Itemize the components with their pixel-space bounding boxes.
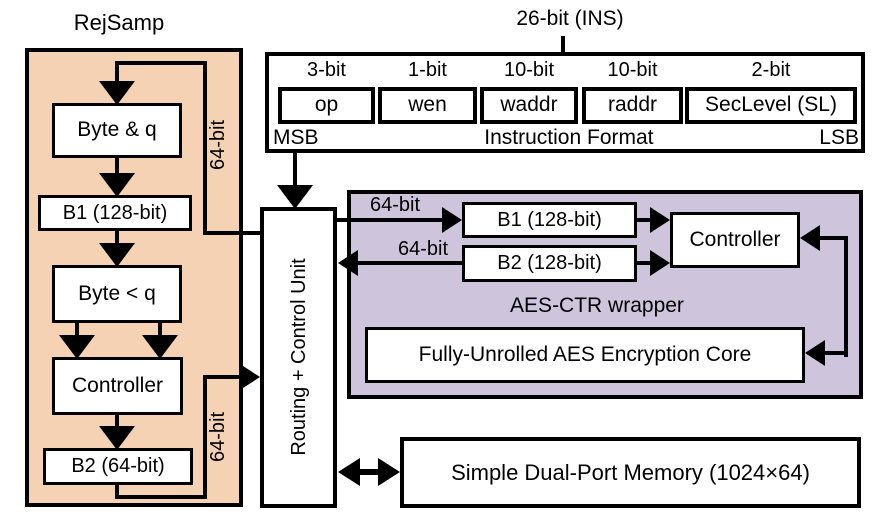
- stub-byteltq-ctrl-left: [75, 323, 79, 339]
- field-width-wen: 1-bit: [408, 58, 447, 81]
- routing-memory-shaft: [356, 469, 384, 475]
- byte-and-q-box: Byte & q: [52, 103, 182, 158]
- rejsamp-out-bus-label: 64-bit: [206, 411, 229, 463]
- b2-out-line-vert: [203, 375, 207, 499]
- arrow-routing-to-memory: [378, 458, 400, 486]
- arrow-b2-to-routing: [240, 364, 260, 390]
- arrow-into-byte-and-q: [99, 81, 135, 105]
- field-waddr-box: waddr: [480, 87, 578, 124]
- aesb2-to-routing-line: [356, 261, 462, 265]
- arrow-byteq-to-b1: [99, 173, 135, 197]
- memory-box: Simple Dual-Port Memory (1024×64): [400, 437, 861, 508]
- rejsamp-title: RejSamp: [73, 10, 165, 35]
- aesb2-to-ctrl-line: [637, 261, 653, 265]
- stub-byteltq-ctrl-right: [158, 323, 162, 339]
- rejsamp-feedback-line-top: [115, 61, 207, 65]
- byte-lt-q-box: Byte < q: [52, 265, 182, 323]
- stub-ctrl-b2: [115, 415, 119, 430]
- arrow-feedback-to-core: [805, 340, 825, 366]
- memory-label: Simple Dual-Port Memory (1024×64): [451, 459, 810, 485]
- aes-b1-box: B1 (128-bit): [462, 202, 637, 238]
- aes-core-box: Fully-Unrolled AES Encryption Core: [365, 327, 805, 383]
- aes-feedback-bottom-line: [823, 351, 848, 355]
- stub-b1-byteltq: [115, 231, 119, 247]
- field-width-raddr: 10-bit: [607, 58, 658, 81]
- arrow-aesb2-to-routing: [338, 250, 358, 276]
- rejsamp-feedback-stub: [115, 63, 119, 85]
- instruction-footer-row: MSB Instruction Format LSB: [273, 126, 859, 150]
- aes-bus-in-label: 64-bit: [369, 193, 421, 216]
- arrow-byteltq-to-ctrl-left: [59, 335, 95, 359]
- field-width-waddr: 10-bit: [503, 58, 555, 81]
- rejsamp-feedback-bus-label: 64-bit: [206, 119, 229, 171]
- arrow-routing-to-aesb1: [442, 207, 462, 233]
- arrow-ins-to-routing: [277, 185, 313, 209]
- aes-ctr-wrapper-title: AES-CTR wrapper: [510, 294, 684, 317]
- field-width-seclevel: 2-bit: [751, 58, 791, 81]
- rejsamp-b2-box: B2 (64-bit): [43, 448, 193, 485]
- ins-to-routing-line: [293, 153, 297, 189]
- b2-out-line-bottom: [115, 495, 207, 499]
- arrow-aesb1-to-ctrl: [650, 207, 670, 233]
- field-op-box: op: [278, 87, 375, 124]
- routing-to-aesb1-line: [337, 218, 444, 222]
- field-width-op: 3-bit: [307, 58, 346, 81]
- arrow-byteltq-to-ctrl-right: [142, 335, 178, 359]
- arrow-ctrl-to-b2: [99, 426, 135, 450]
- ins-title-tick: [561, 36, 565, 54]
- arrow-feedback-to-controller: [800, 225, 820, 251]
- aes-feedback-top-line: [818, 236, 848, 240]
- aesb1-to-ctrl-line: [637, 218, 653, 222]
- b2-out-line-top: [203, 375, 240, 379]
- arrow-b1-to-byteltq: [99, 243, 135, 267]
- field-wen-box: wen: [378, 87, 477, 124]
- aes-feedback-vert-line: [844, 236, 848, 357]
- msb-label: MSB: [273, 126, 319, 149]
- b2-out-stub: [115, 485, 119, 499]
- routing-control-unit-box: [260, 207, 337, 508]
- rejsamp-controller-box: Controller: [52, 357, 183, 415]
- rejsamp-feedback-line-to-routing: [203, 231, 260, 235]
- field-seclevel-box: SecLevel (SL): [685, 87, 857, 124]
- rejsamp-feedback-line-vert: [203, 61, 207, 235]
- aes-b2-box: B2 (128-bit): [462, 245, 637, 282]
- routing-control-unit-label: Routing + Control Unit: [287, 258, 310, 456]
- ins-title: 26-bit (INS): [516, 7, 624, 30]
- stub-byteq-b1: [115, 158, 119, 177]
- field-raddr-box: raddr: [582, 87, 683, 124]
- arrow-aesb2-to-ctrl: [650, 250, 670, 276]
- arrow-memory-to-routing: [338, 458, 360, 486]
- instruction-format-caption: Instruction Format: [484, 126, 654, 149]
- aes-bus-out-label: 64-bit: [397, 237, 449, 260]
- lsb-label: LSB: [819, 126, 859, 149]
- aes-controller-box: Controller: [670, 212, 800, 268]
- rejsamp-b1-box: B1 (128-bit): [38, 195, 192, 231]
